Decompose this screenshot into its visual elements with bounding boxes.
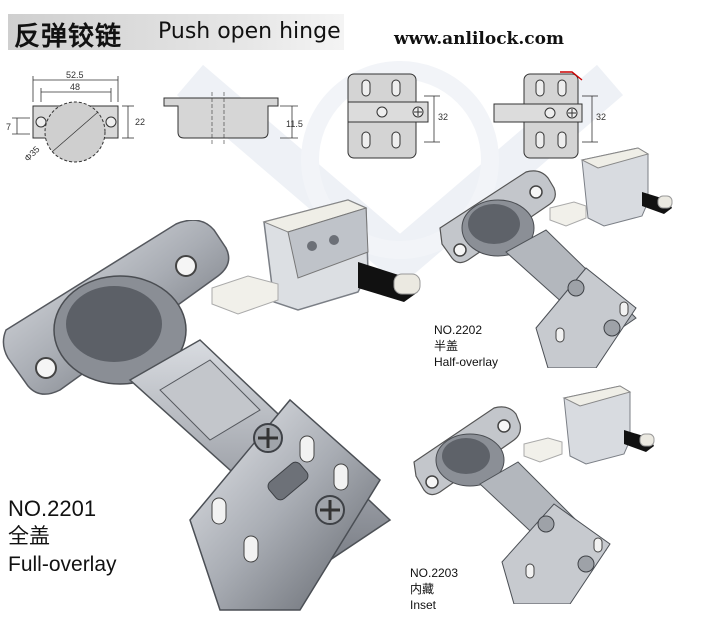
website-url: www.anlilock.com — [394, 29, 564, 49]
plate-dimension-drawing-2: 32 — [493, 71, 606, 159]
model-number: NO.2201 — [8, 496, 97, 521]
hinge-photo-inset — [413, 406, 611, 604]
overlay-type-cn: 内藏 — [410, 582, 435, 596]
title-bar — [8, 14, 344, 50]
product-label-2201: NO.2201 全盖 Full-overlay — [8, 495, 117, 579]
cup-dimension-drawing: 52.5 48 22 7 Φ35 — [6, 70, 145, 163]
overlay-type-cn: 全盖 — [8, 525, 50, 548]
push-latch-photo-large — [211, 199, 421, 315]
model-number: NO.2203 — [410, 566, 459, 580]
overlay-type-en: Full-overlay — [8, 553, 117, 576]
side-dimension-drawing: 11.5 — [163, 92, 303, 144]
hinge-photo-full-overlay — [2, 220, 392, 611]
push-latch-photo-2202 — [549, 147, 673, 227]
title-chinese: 反弹铰链 — [14, 22, 123, 52]
product-label-2202: NO.2202 半盖 Half-overlay — [434, 322, 498, 370]
overlay-type-en: Inset — [410, 598, 437, 612]
product-label-2203: NO.2203 内藏 Inset — [410, 565, 458, 613]
model-number: NO.2202 — [434, 323, 483, 337]
plate-dimension-drawing-1: 32 — [347, 73, 448, 159]
dim-phi35: Φ35 — [22, 144, 41, 163]
dim-32-a: 32 — [438, 112, 448, 122]
dim-22: 22 — [135, 117, 145, 127]
overlay-type-cn: 半盖 — [434, 339, 459, 353]
dim-11-5: 11.5 — [286, 119, 303, 129]
push-latch-photo-2203 — [523, 385, 655, 465]
dim-7: 7 — [6, 122, 11, 132]
dim-48: 48 — [70, 82, 80, 92]
overlay-type-en: Half-overlay — [434, 355, 499, 369]
hinge-photo-half-overlay — [439, 170, 637, 368]
title-english: Push open hinge — [158, 19, 341, 44]
dim-32-b: 32 — [596, 112, 606, 122]
dim-52-5: 52.5 — [66, 70, 84, 80]
